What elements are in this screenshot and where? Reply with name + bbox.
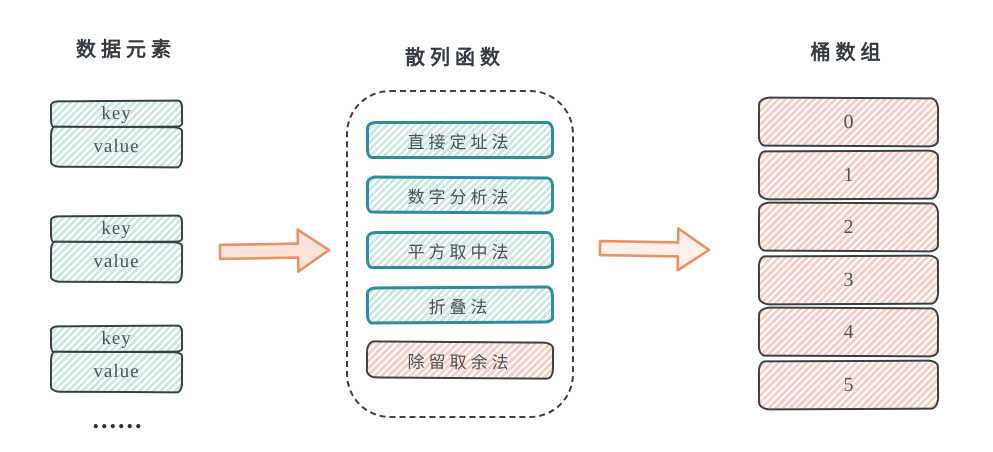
key-cell: key	[49, 324, 184, 354]
key-value-pair: key value	[49, 324, 184, 394]
hash-methods-container: 直接定址法 数字分析法 平方取中法 折叠法 除留取余法	[346, 90, 574, 418]
method-mid-square: 平方取中法	[366, 231, 554, 269]
bucket-1: 1	[757, 149, 940, 200]
data-elements-title: 数据元素	[76, 39, 176, 61]
ellipsis-more-elements: ......	[92, 405, 144, 434]
method-folding: 折叠法	[365, 285, 555, 325]
arrow-right-icon	[598, 227, 711, 272]
key-value-pair: key value	[49, 214, 184, 284]
hash-function-title: 散列函数	[405, 47, 505, 69]
value-cell: value	[49, 125, 184, 169]
method-division-remainder: 除留取余法	[365, 340, 555, 380]
bucket-4: 4	[757, 306, 940, 358]
bucket-0: 0	[757, 96, 940, 148]
bucket-array: 0 1 2 3 4 5	[757, 96, 940, 410]
method-direct-addressing: 直接定址法	[366, 121, 554, 159]
key-cell: key	[49, 99, 184, 129]
key-value-pair: key value	[49, 99, 184, 169]
bucket-array-title: 桶数组	[810, 42, 886, 64]
bucket-2: 2	[757, 201, 940, 253]
bucket-3: 3	[757, 254, 940, 305]
key-cell: key	[49, 214, 184, 244]
value-cell: value	[49, 350, 184, 394]
method-digit-analysis: 数字分析法	[365, 175, 555, 215]
arrow-right-icon	[218, 228, 331, 273]
value-cell: value	[49, 240, 184, 284]
bucket-5: 5	[757, 359, 940, 410]
